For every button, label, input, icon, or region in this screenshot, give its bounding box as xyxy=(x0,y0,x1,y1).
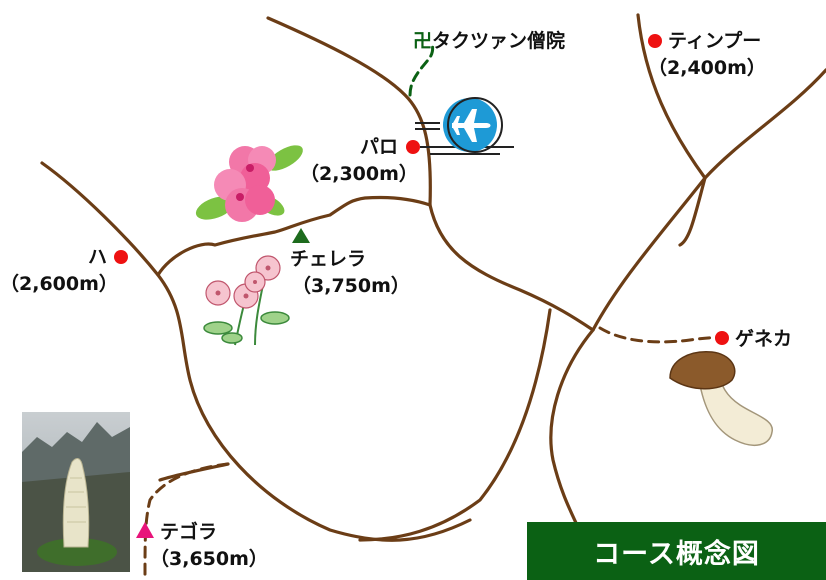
road-paro-south xyxy=(428,203,595,332)
matsutake-mushroom-icon xyxy=(669,351,773,447)
chele-la-pass-marker xyxy=(292,228,310,243)
trail-to-gyenka xyxy=(598,326,724,344)
ha-elevation: （2,600m） xyxy=(0,273,118,295)
tegola-name: テゴラ xyxy=(160,521,218,543)
ha-name: ハ xyxy=(88,246,108,268)
tegola-pass-marker xyxy=(136,522,154,538)
taktsang-symbol: 卍 xyxy=(413,30,433,52)
road-right-east xyxy=(591,68,826,332)
chele-la-elevation: （3,750m） xyxy=(292,275,410,297)
trail-to-tegola xyxy=(143,462,230,577)
map-title: コース概念図 xyxy=(527,522,826,580)
road-ha-loop xyxy=(40,161,472,542)
paro-elevation: （2,300m） xyxy=(300,163,418,185)
taktsang-name: タクツァン僧院 xyxy=(432,30,566,52)
paro-marker xyxy=(406,140,420,154)
gyenka-marker xyxy=(715,331,729,345)
airplane-icon xyxy=(415,97,514,155)
trail-to-taktsang xyxy=(408,40,435,97)
gyenka-name: ゲネカ xyxy=(735,328,793,350)
road-south-junction xyxy=(549,328,595,527)
road-middle-up xyxy=(358,308,552,542)
thimphu-elevation: （2,400m） xyxy=(648,57,766,79)
thimphu-marker xyxy=(648,34,662,48)
tegola-elevation: （3,650m） xyxy=(150,548,268,570)
road-top-arc xyxy=(266,16,432,207)
taktsang-label: 卍タクツァン僧院 xyxy=(413,30,565,52)
road-thimphu-branch xyxy=(636,13,707,180)
road-chele-la xyxy=(156,195,432,277)
ha-marker xyxy=(114,250,128,264)
rheum-plant-photo xyxy=(22,412,130,572)
road-right-lower xyxy=(678,176,707,247)
paro-name: パロ xyxy=(360,136,399,158)
thimphu-name: ティンプー xyxy=(668,30,762,52)
chele-la-name: チェレラ xyxy=(290,248,367,270)
rhododendron-icon xyxy=(195,145,303,222)
primula-flower-icon xyxy=(203,255,290,346)
